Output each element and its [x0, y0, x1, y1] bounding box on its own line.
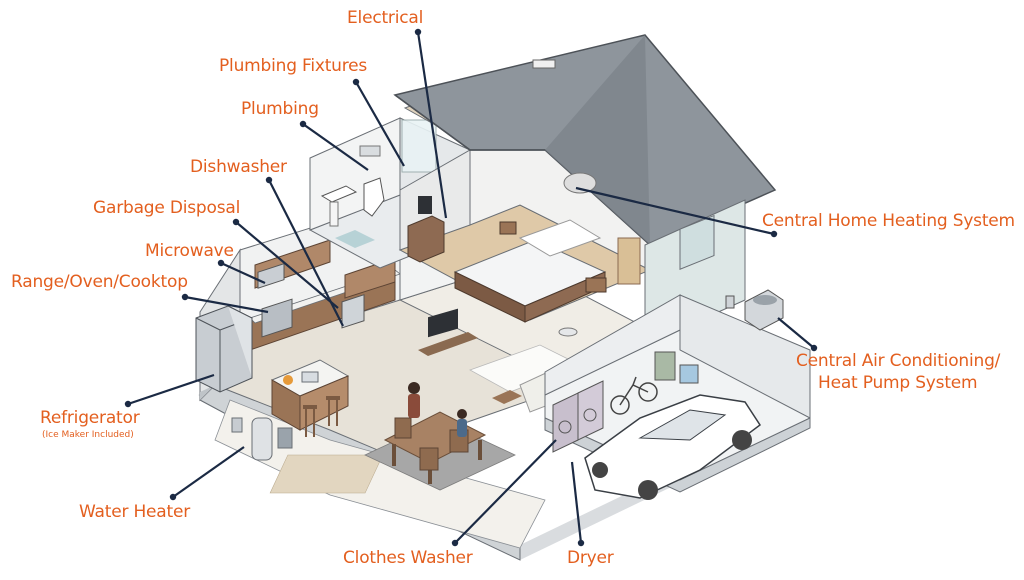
- leader-electrical: [416, 31, 448, 219]
- leader-plumbing-fixtures: [355, 81, 405, 167]
- label-garbage-disposal: Garbage Disposal: [93, 198, 241, 218]
- television: [428, 308, 458, 338]
- label-central-heating: Central Home Heating System: [762, 211, 1015, 231]
- garage-bin: [654, 351, 676, 381]
- dishwasher-appliance: [341, 294, 365, 329]
- label-refrigerator: Refrigerator: [40, 408, 140, 428]
- roof-vent: [532, 59, 556, 69]
- label-refrigerator-note: (Ice Maker Included): [42, 430, 134, 440]
- label-plumbing-fixtures: Plumbing Fixtures: [219, 56, 368, 76]
- bicycle: [610, 395, 630, 415]
- side-table: [492, 390, 522, 404]
- leader-central-heating: [575, 186, 775, 236]
- basement-rug: [269, 454, 384, 494]
- label-range-oven-cooktop: Range/Oven/Cooktop: [11, 272, 188, 292]
- label-electrical: Electrical: [347, 8, 424, 28]
- leader-garbage-disposal: [235, 221, 339, 309]
- leader-microwave: [220, 261, 266, 285]
- robot-vacuum: [558, 327, 578, 337]
- heating-unit: [563, 172, 597, 194]
- range-appliance: [261, 298, 293, 338]
- label-dryer: Dryer: [567, 548, 614, 568]
- leader-plumbing: [302, 123, 369, 171]
- nightstand: [585, 277, 607, 293]
- leader-dots: [124, 28, 818, 547]
- roof-ridge-face: [545, 35, 650, 245]
- label-microwave: Microwave: [145, 241, 234, 261]
- label-plumbing: Plumbing: [241, 99, 319, 119]
- label-dishwasher: Dishwasher: [190, 157, 287, 177]
- toilet: [363, 177, 385, 217]
- dryer-appliance: [577, 380, 604, 441]
- label-central-air-line2: Heat Pump System: [818, 373, 978, 393]
- shower-glass: [401, 119, 437, 173]
- label-central-air-line1: Central Air Conditioning/: [796, 351, 1001, 371]
- label-water-heater: Water Heater: [79, 502, 191, 522]
- bathroom-mat: [335, 230, 375, 248]
- bedroom-door: [617, 237, 641, 285]
- dresser: [407, 215, 445, 263]
- leader-refrigerator: [127, 373, 215, 406]
- leader-range: [184, 295, 269, 314]
- gable-window: [679, 214, 715, 270]
- basement-floor: [214, 399, 546, 549]
- leader-water-heater: [172, 446, 245, 498]
- tv-stand: [418, 332, 478, 356]
- leader-lines: [127, 31, 815, 544]
- leader-central-air: [777, 317, 815, 349]
- leader-dryer: [570, 461, 583, 544]
- water-heater-tank: [251, 417, 273, 461]
- leader-clothes-washer: [454, 439, 557, 544]
- label-clothes-washer: Clothes Washer: [343, 548, 473, 568]
- basement-left-face: [200, 385, 215, 400]
- bathroom-sink: [320, 185, 358, 203]
